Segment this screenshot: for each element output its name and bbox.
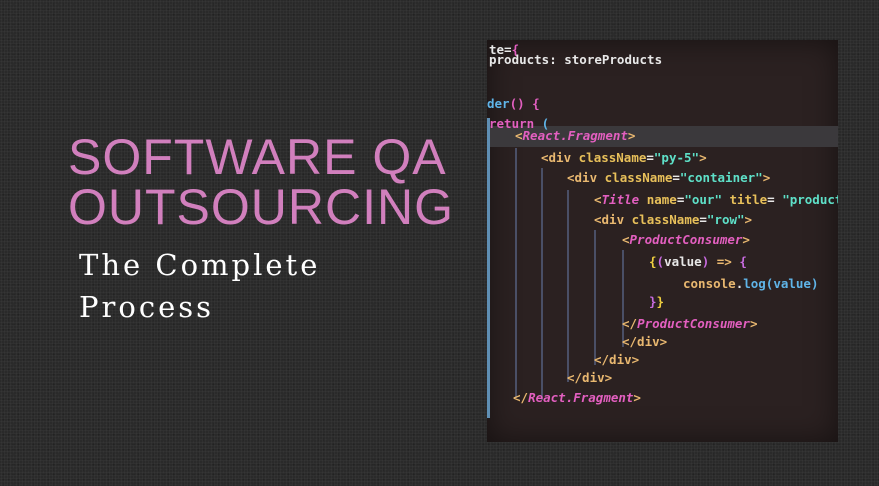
- code-token: <: [515, 128, 523, 143]
- current-line-highlight: [487, 126, 838, 147]
- code-token: ): [701, 254, 710, 269]
- code-token: >: [627, 128, 636, 143]
- indent-guide: [594, 230, 596, 365]
- code-token: value: [664, 254, 702, 269]
- code-token: >: [744, 212, 753, 227]
- code-token: </: [513, 390, 529, 405]
- code-token: "row": [706, 212, 745, 227]
- code-line: <div className="container">: [567, 170, 770, 185]
- code-token: products: storeProducts: [489, 52, 663, 67]
- code-token: ProductConsumer: [629, 232, 743, 247]
- code-token: <: [594, 192, 602, 207]
- code-token: }: [656, 294, 665, 309]
- code-token: >: [762, 170, 771, 185]
- code-token: >: [699, 150, 707, 165]
- code-token: "py-5": [653, 150, 700, 165]
- code-line: </div>: [622, 334, 667, 349]
- subheadline-line-2: Process: [79, 290, 215, 324]
- code-line: console.log(value): [683, 276, 818, 291]
- indent-guide: [541, 168, 543, 400]
- code-token: title: [721, 192, 768, 207]
- headline-line-1: SOFTWARE QA: [68, 129, 447, 185]
- code-token: className: [631, 212, 700, 227]
- headline: SOFTWARE QA OUTSOURCING: [68, 132, 454, 232]
- code-token: =: [767, 192, 783, 207]
- code-token: console: [683, 276, 736, 291]
- code-token: =: [676, 192, 685, 207]
- code-line: te={: [489, 42, 519, 57]
- code-line: return (: [489, 116, 549, 131]
- code-token: log: [743, 276, 766, 291]
- code-token: className: [578, 150, 647, 165]
- subheadline: The Complete Process: [79, 244, 320, 328]
- code-token: =: [672, 170, 680, 185]
- indent-guide: [622, 250, 624, 347]
- code-token: return: [489, 116, 535, 131]
- bracket-guide: [487, 118, 490, 418]
- code-token: =: [646, 150, 654, 165]
- code-token: .: [735, 276, 744, 291]
- code-token: <: [622, 232, 630, 247]
- code-token: (value): [765, 276, 819, 291]
- code-token: =: [699, 212, 707, 227]
- indent-guide: [567, 190, 569, 382]
- code-token: className: [604, 170, 673, 185]
- code-token: </: [622, 316, 638, 331]
- code-token: "container": [679, 170, 763, 185]
- code-token: >: [742, 232, 750, 247]
- code-token: }: [649, 294, 657, 309]
- code-line: </ProductConsumer>: [622, 316, 757, 331]
- code-line: <React.Fragment>: [515, 128, 635, 143]
- code-token: te=: [489, 42, 512, 57]
- code-token: "our": [684, 192, 722, 207]
- code-token: <div: [567, 170, 605, 185]
- code-token: >: [633, 390, 641, 405]
- code-token: Title: [601, 192, 640, 207]
- code-line: products: storeProducts: [489, 52, 662, 67]
- code-token: () {: [509, 96, 540, 111]
- code-token: </div>: [594, 352, 640, 367]
- code-token: "product: [782, 192, 838, 207]
- code-line: <div className="row">: [594, 212, 752, 227]
- code-token: (: [656, 254, 665, 269]
- code-line: </div>: [567, 370, 612, 385]
- code-line: <ProductConsumer>: [622, 232, 750, 247]
- code-line: }}: [649, 294, 664, 309]
- code-token: name: [639, 192, 677, 207]
- code-token: (: [534, 116, 550, 131]
- code-line: {(value) => {: [649, 254, 747, 269]
- code-token: ProductConsumer: [637, 316, 750, 331]
- code-line: </div>: [594, 352, 639, 367]
- code-token: React.Fragment: [528, 390, 634, 405]
- code-token: {: [649, 254, 657, 269]
- subheadline-line-1: The Complete: [79, 248, 321, 282]
- code-line: </React.Fragment>: [513, 390, 641, 405]
- code-token: >: [749, 316, 758, 331]
- code-token: {: [739, 254, 747, 269]
- code-line: <Title name="our" title= "product: [594, 192, 838, 207]
- code-line: der() {: [487, 96, 540, 111]
- code-token: React.Fragment: [522, 128, 628, 143]
- code-token: <div: [541, 150, 579, 165]
- code-line: <div className="py-5">: [541, 150, 707, 165]
- code-token: </div>: [567, 370, 613, 385]
- code-token: <div: [594, 212, 632, 227]
- headline-line-2: OUTSOURCING: [68, 179, 454, 235]
- code-token: =>: [709, 254, 740, 269]
- code-token: </div>: [622, 334, 668, 349]
- code-token: der: [487, 96, 510, 111]
- indent-guide: [515, 148, 517, 398]
- code-token: {: [511, 42, 520, 57]
